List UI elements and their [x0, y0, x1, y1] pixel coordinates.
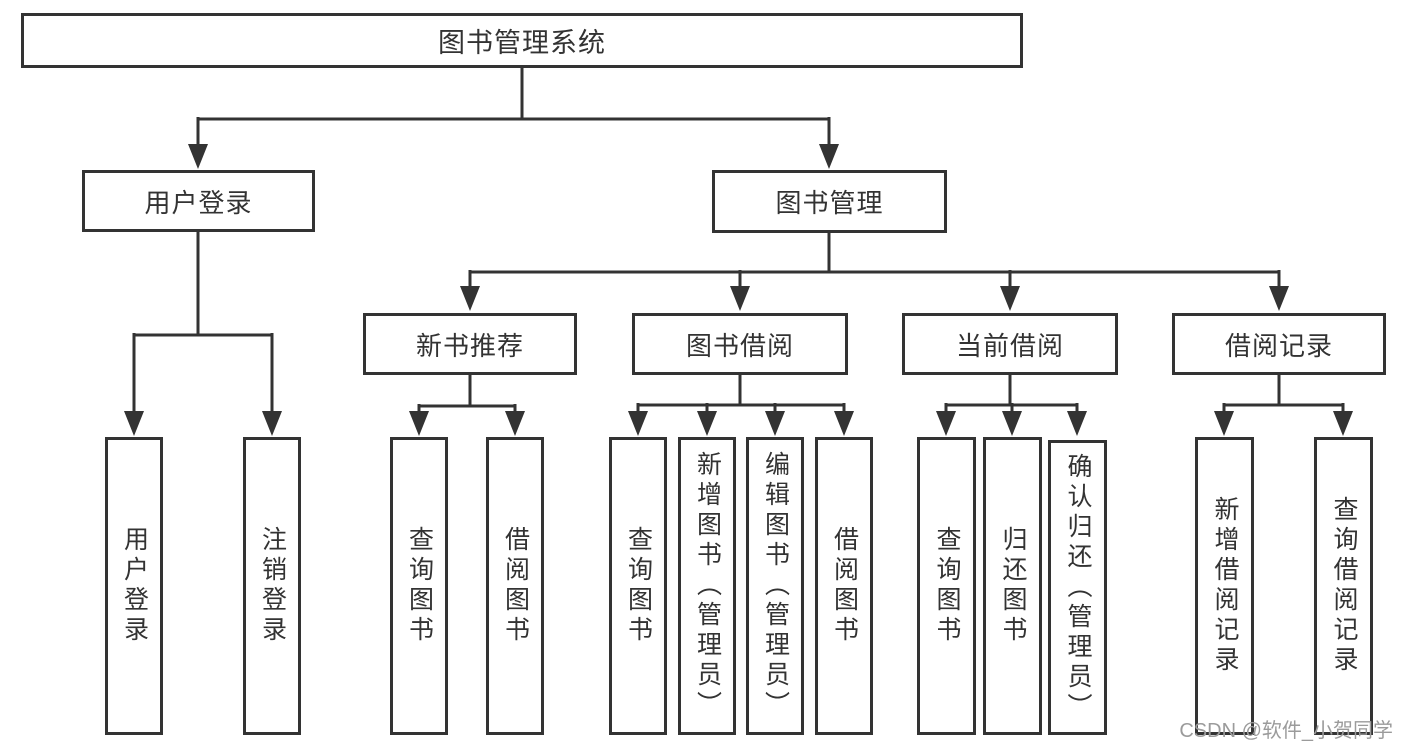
node-label: 查询图书 — [933, 526, 961, 646]
watermark: CSDN @软件_小贺同学 — [1179, 720, 1393, 742]
leaf-query-borrow-record: 查询借阅记录 — [1314, 437, 1373, 735]
node-label: 借阅记录 — [1224, 330, 1333, 361]
leaf-return-books: 归还图书 — [983, 437, 1042, 735]
leaf-borrow-books-borrowing: 借阅图书 — [815, 437, 873, 735]
node-label: 图书管理系统 — [438, 28, 606, 58]
node-label: 新书推荐 — [415, 330, 524, 361]
leaf-borrow-books-recommend: 借阅图书 — [486, 437, 544, 735]
node-label: 用户登录 — [120, 526, 149, 646]
node-label: 查询借阅记录 — [1330, 496, 1358, 676]
node-label: 新增借阅记录 — [1211, 496, 1239, 676]
leaf-user-login: 用户登录 — [105, 437, 163, 735]
leaf-query-books-current: 查询图书 — [917, 437, 976, 735]
node-label: 新增图书（管理员） — [693, 451, 722, 721]
leaf-add-borrow-record: 新增借阅记录 — [1195, 437, 1254, 735]
leaf-query-books-borrowing: 查询图书 — [609, 437, 667, 735]
leaf-logout-login: 注销登录 — [243, 437, 301, 735]
node-label: 确认归还（管理员） — [1064, 452, 1092, 723]
node-label: 图书借阅 — [685, 330, 794, 361]
node-label: 编辑图书（管理员） — [761, 451, 790, 721]
leaf-query-books-recommend: 查询图书 — [390, 437, 448, 735]
node-current-borrowing: 当前借阅 — [902, 313, 1118, 375]
node-new-book-recommendation: 新书推荐 — [363, 313, 577, 375]
node-label: 查询图书 — [624, 526, 653, 646]
node-book-borrowing: 图书借阅 — [632, 313, 848, 375]
node-label: 借阅图书 — [501, 526, 530, 646]
node-label: 当前借阅 — [955, 330, 1064, 361]
node-book-management: 图书管理 — [712, 170, 947, 233]
node-borrowing-records: 借阅记录 — [1172, 313, 1386, 375]
node-label: 借阅图书 — [830, 526, 859, 646]
leaf-edit-books-admin: 编辑图书（管理员） — [746, 437, 804, 735]
node-library-management-system: 图书管理系统 — [21, 13, 1023, 68]
leaf-confirm-return-admin: 确认归还（管理员） — [1048, 440, 1107, 735]
node-user-login: 用户登录 — [82, 170, 315, 232]
arrowheads — [124, 144, 1353, 436]
node-label: 图书管理 — [775, 188, 884, 218]
node-label: 用户登录 — [144, 187, 253, 218]
node-label: 查询图书 — [405, 526, 434, 646]
leaf-add-books-admin: 新增图书（管理员） — [678, 437, 736, 735]
node-label: 归还图书 — [999, 526, 1027, 646]
node-label: 注销登录 — [258, 526, 287, 646]
